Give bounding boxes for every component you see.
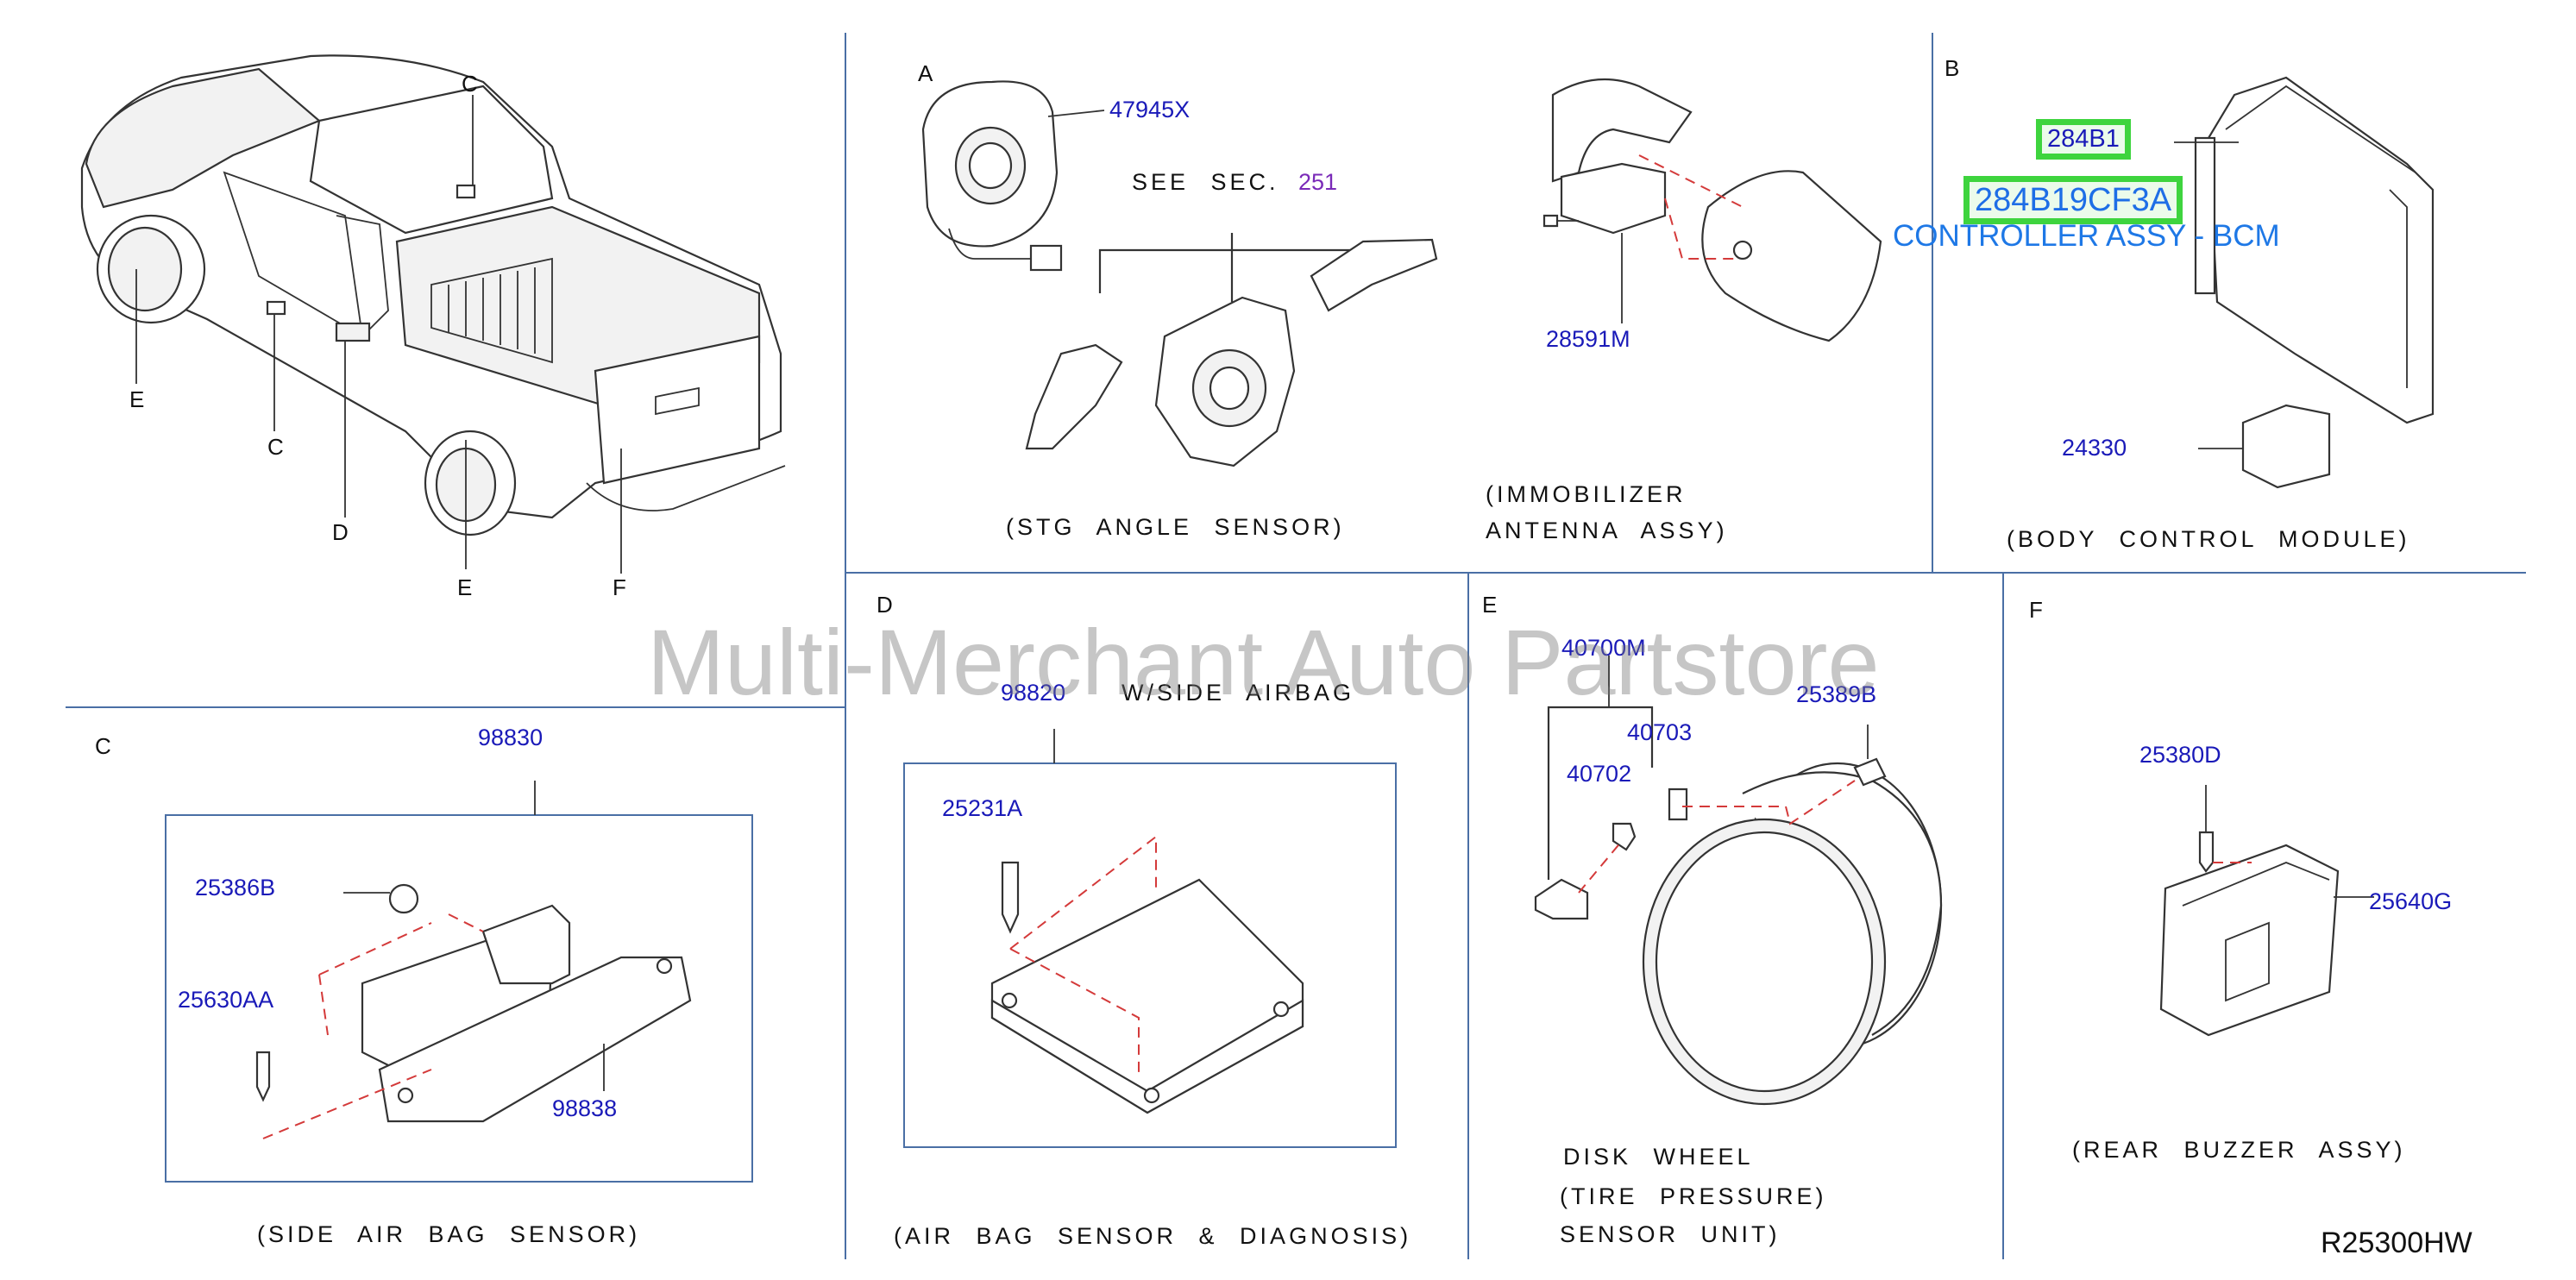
section-letter-d: D <box>876 592 893 618</box>
section-dividers <box>66 33 2526 1259</box>
disk-wheel-label-line3: SENSOR UNIT) <box>1560 1221 1781 1247</box>
part-number-28591m[interactable]: 28591M <box>1546 326 1630 352</box>
section-letter-e: E <box>1482 592 1498 618</box>
highlighted-part-284b19cf3a[interactable]: 284B19CF3A <box>1963 176 2183 224</box>
diagram-code: R25300HW <box>2321 1227 2472 1259</box>
part-description-bcm: CONTROLLER ASSY - BCM <box>1893 219 2280 253</box>
stg-angle-sensor-label: (STG ANGLE SENSOR) <box>1006 514 1345 540</box>
airbag-diagnosis-label: (AIR BAG SENSOR & DIAGNOSIS) <box>894 1223 1412 1249</box>
part-number-40702[interactable]: 40702 <box>1567 761 1632 787</box>
part-number-25380d[interactable]: 25380D <box>2139 742 2221 768</box>
part-number-98838[interactable]: 98838 <box>552 1095 618 1121</box>
see-sec-label: SEE SEC. <box>1132 169 1279 195</box>
w-side-airbag-label: W/SIDE AIRBAG <box>1122 680 1355 706</box>
immobilizer-label-line1: (IMMOBILIZER <box>1486 481 1687 507</box>
part-number-40703[interactable]: 40703 <box>1627 719 1693 745</box>
truck-callout: E <box>129 386 145 412</box>
truck-callout: E <box>457 574 473 600</box>
section-ref-251[interactable]: 251 <box>1298 169 1338 195</box>
rear-buzzer-label: (REAR BUZZER ASSY) <box>2072 1137 2406 1163</box>
section-letter-c: C <box>95 733 111 759</box>
part-number-25630aa[interactable]: 25630AA <box>178 987 274 1013</box>
side-airbag-sensor-drawing <box>165 781 753 1183</box>
part-number-98830[interactable]: 98830 <box>478 725 543 750</box>
truck-callout: F <box>613 574 626 600</box>
part-number-25231a[interactable]: 25231A <box>942 795 1023 821</box>
truck-callout: C <box>462 71 478 97</box>
immobilizer-label-line2: ANTENNA ASSY) <box>1486 518 1728 543</box>
truck-illustration <box>80 54 786 574</box>
stg-angle-sensor-drawing <box>921 80 1438 467</box>
section-letter-a: A <box>918 60 933 86</box>
disk-wheel-label-line1: DISK WHEEL <box>1563 1144 1754 1170</box>
truck-callout: C <box>267 434 284 460</box>
store-watermark: Multi-Merchant Auto Partstore <box>647 610 1880 714</box>
section-letter-f: F <box>2029 597 2043 623</box>
section-letter-b: B <box>1945 55 1960 81</box>
part-number-25386b[interactable]: 25386B <box>195 875 276 900</box>
part-number-98820[interactable]: 98820 <box>1001 680 1066 706</box>
disk-wheel-label-line2: (TIRE PRESSURE) <box>1560 1183 1827 1209</box>
part-number-40700m[interactable]: 40700M <box>1561 635 1646 661</box>
truck-callout: D <box>332 519 349 545</box>
part-number-47945x[interactable]: 47945X <box>1109 97 1191 122</box>
airbag-diagnosis-drawing <box>903 729 1397 1148</box>
bcm-drawing <box>2174 76 2435 489</box>
part-number-24330[interactable]: 24330 <box>2062 435 2127 461</box>
bcm-label: (BODY CONTROL MODULE) <box>2007 526 2410 552</box>
part-number-25640g[interactable]: 25640G <box>2369 888 2453 914</box>
highlighted-part-284b1[interactable]: 284B1 <box>2036 119 2131 160</box>
immobilizer-antenna-drawing <box>1542 78 1882 342</box>
rear-buzzer-drawing <box>2159 785 2374 1037</box>
side-airbag-sensor-label: (SIDE AIR BAG SENSOR) <box>257 1221 641 1247</box>
disk-wheel-drawing <box>1534 656 1943 1106</box>
part-number-25389b[interactable]: 25389B <box>1796 681 1877 707</box>
